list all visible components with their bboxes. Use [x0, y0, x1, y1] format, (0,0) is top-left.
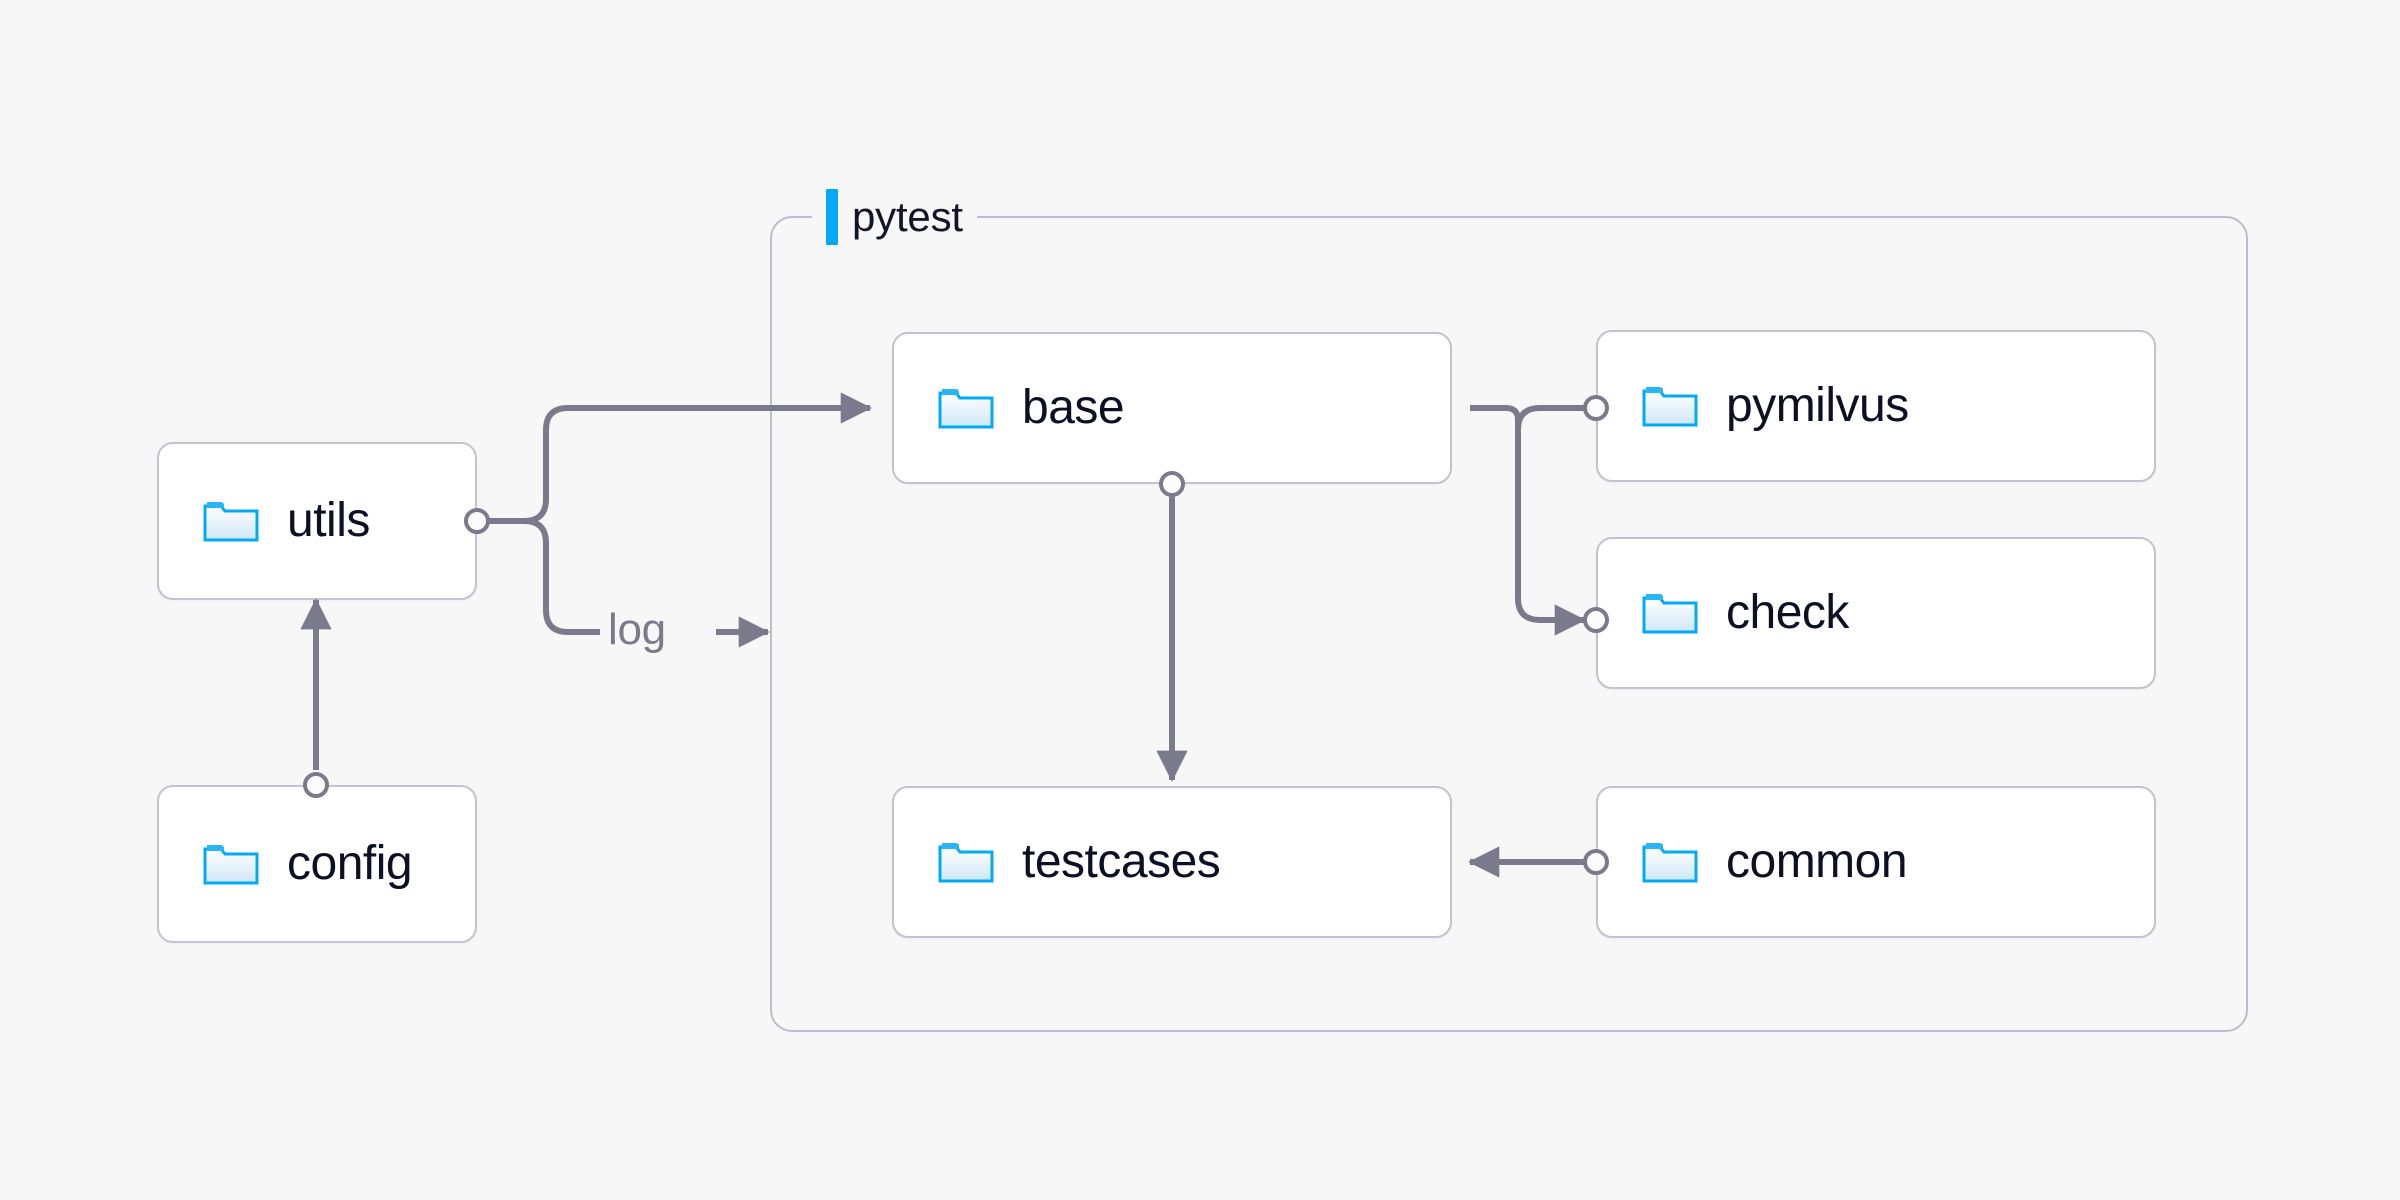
- port-pymilvus-left[interactable]: [1583, 395, 1609, 421]
- node-base-label: base: [1022, 381, 1125, 434]
- folder-icon: [1642, 387, 1698, 427]
- edge-utils-log-branch: [488, 518, 600, 635]
- node-check-label: check: [1726, 586, 1849, 639]
- port-base-bottom[interactable]: [1159, 471, 1185, 497]
- node-pymilvus[interactable]: pymilvus: [1596, 330, 2156, 482]
- node-pymilvus-label: pymilvus: [1726, 379, 1909, 432]
- node-utils[interactable]: utils: [157, 442, 477, 600]
- edge-label-log: log: [608, 605, 666, 654]
- accent-bar-icon: [826, 189, 838, 245]
- node-testcases[interactable]: testcases: [892, 786, 1452, 938]
- port-check-left[interactable]: [1583, 607, 1609, 633]
- port-config-top[interactable]: [303, 772, 329, 798]
- port-utils-right[interactable]: [464, 508, 490, 534]
- node-testcases-label: testcases: [1022, 835, 1221, 888]
- node-utils-label: utils: [287, 494, 370, 547]
- node-common-label: common: [1726, 835, 1908, 888]
- node-config-label: config: [287, 837, 413, 890]
- folder-icon: [203, 845, 259, 885]
- node-common[interactable]: common: [1596, 786, 2156, 938]
- group-pytest-label: pytest: [852, 193, 963, 240]
- port-common-left[interactable]: [1583, 849, 1609, 875]
- node-base[interactable]: base: [892, 332, 1452, 484]
- group-pytest-container: [770, 216, 2248, 1032]
- node-check[interactable]: check: [1596, 537, 2156, 689]
- folder-icon: [938, 843, 994, 883]
- folder-icon: [1642, 843, 1698, 883]
- group-pytest-header: pytest: [812, 186, 977, 248]
- node-config[interactable]: config: [157, 785, 477, 943]
- folder-icon: [938, 389, 994, 429]
- folder-icon: [203, 502, 259, 542]
- folder-icon: [1642, 594, 1698, 634]
